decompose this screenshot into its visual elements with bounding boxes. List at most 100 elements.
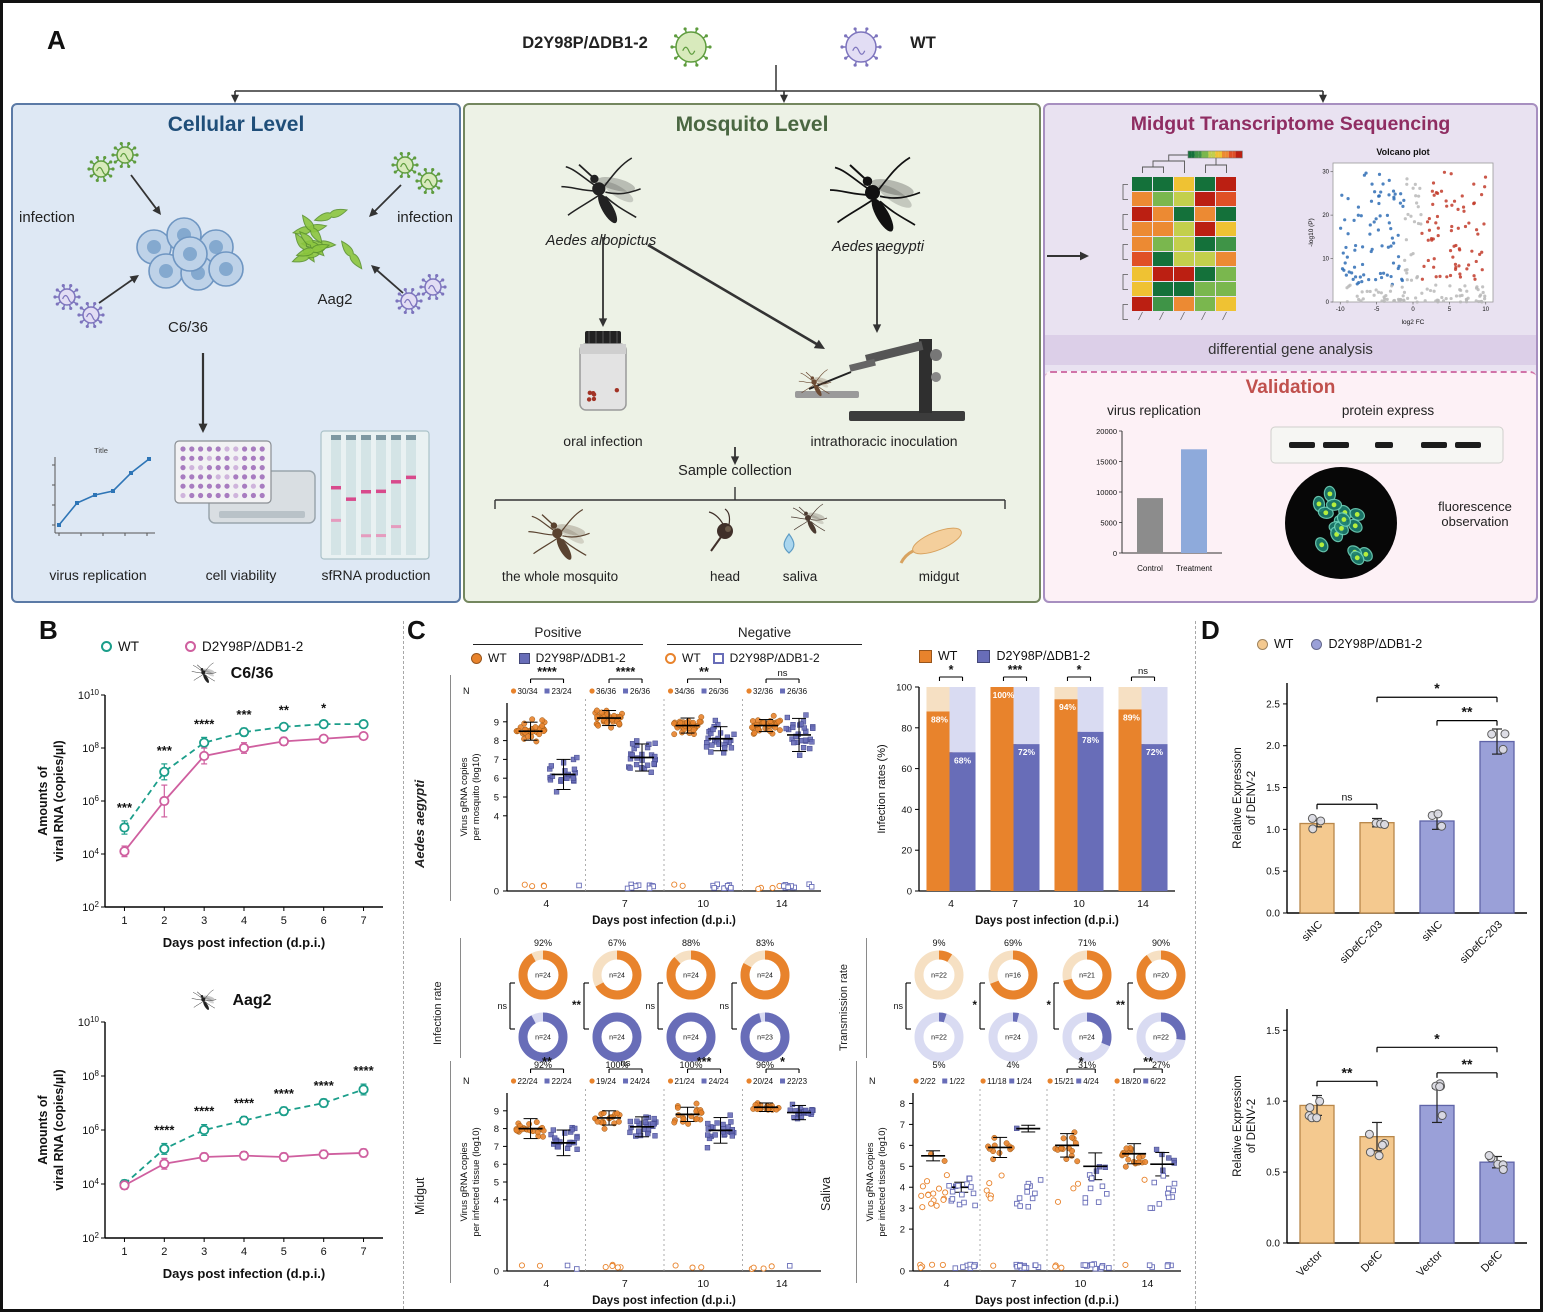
aegypti-rule xyxy=(450,675,451,901)
b-legend-mut: D2Y98P/ΔDB1-2 xyxy=(202,639,304,654)
svg-text:n=16: n=16 xyxy=(1005,973,1021,980)
svg-text:Vector: Vector xyxy=(1295,1248,1326,1279)
svg-text:9%: 9% xyxy=(932,938,945,948)
saliva-rule xyxy=(856,1061,857,1283)
svg-text:106: 106 xyxy=(82,1123,99,1137)
svg-text:2.0: 2.0 xyxy=(1266,741,1280,752)
svg-text:viral RNA (copies/µl): viral RNA (copies/µl) xyxy=(52,1069,66,1190)
svg-text:26/36: 26/36 xyxy=(787,687,808,696)
wt-bar-swatch-icon xyxy=(919,649,932,663)
svg-text:20: 20 xyxy=(901,846,912,857)
svg-text:88%: 88% xyxy=(931,714,948,724)
panel-bc-divider xyxy=(403,621,404,1309)
svg-text:1.0: 1.0 xyxy=(1266,825,1280,836)
c-legend-bar-mut: D2Y98P/ΔDB1-2 xyxy=(996,649,1091,663)
svg-text:0: 0 xyxy=(907,887,912,898)
svg-text:**: ** xyxy=(1462,704,1473,720)
svg-text:*: * xyxy=(1047,1000,1052,1012)
svg-text:7: 7 xyxy=(1011,1278,1017,1290)
svg-text:10: 10 xyxy=(1482,307,1489,313)
svg-text:5%: 5% xyxy=(932,1060,945,1070)
svg-text:of DENV-2: of DENV-2 xyxy=(1246,1099,1258,1153)
panel-d-label: D xyxy=(1201,615,1220,645)
differential-gene-analysis-strip: differential gene analysis xyxy=(1045,335,1536,365)
svg-text:Virus gRNA copies: Virus gRNA copies xyxy=(865,1142,876,1221)
svg-text:Title: Title xyxy=(94,446,108,455)
positive-legend-row: WT D2Y98P/ΔDB1-2 xyxy=(471,651,626,665)
svg-text:*: * xyxy=(1434,1030,1440,1046)
svg-text:****: **** xyxy=(314,1078,335,1093)
svg-text:102: 102 xyxy=(82,900,99,914)
svg-text:Days post infection (d.p.i.): Days post infection (d.p.i.) xyxy=(975,1295,1119,1307)
svg-text:Days post infection (d.p.i.): Days post infection (d.p.i.) xyxy=(163,1266,326,1281)
svg-text:5000: 5000 xyxy=(1100,519,1117,528)
svg-text:viral RNA (copies/µl): viral RNA (copies/µl) xyxy=(52,740,66,861)
svg-text:14: 14 xyxy=(776,898,788,910)
svg-text:ns: ns xyxy=(621,1058,631,1069)
b-legend-wt: WT xyxy=(118,639,139,654)
mutant-dot-marker-icon xyxy=(1311,638,1323,650)
svg-text:40: 40 xyxy=(901,805,912,816)
svg-text:10: 10 xyxy=(697,1278,709,1290)
svg-text:0.0: 0.0 xyxy=(1266,1239,1280,1250)
transcriptome-title: Midgut Transcriptome Sequencing xyxy=(1130,113,1451,135)
svg-text:-log10 (P): -log10 (P) xyxy=(1308,218,1315,247)
svg-text:Days post infection (d.p.i.): Days post infection (d.p.i.) xyxy=(592,1295,736,1307)
midgut-side-label: Midgut xyxy=(413,1177,427,1215)
c-legend-wt: WT xyxy=(488,651,507,665)
wt-dot-marker-icon xyxy=(1257,638,1268,650)
svg-text:10: 10 xyxy=(697,898,709,910)
svg-text:1010: 1010 xyxy=(78,688,100,702)
svg-text:0: 0 xyxy=(494,887,499,898)
svg-text:4: 4 xyxy=(241,1246,247,1258)
svg-text:4: 4 xyxy=(494,811,499,822)
svg-text:4%: 4% xyxy=(1006,1060,1019,1070)
svg-text:Aag2: Aag2 xyxy=(232,992,271,1009)
svg-text:n=22: n=22 xyxy=(931,1035,947,1042)
svg-text:*: * xyxy=(1077,663,1082,677)
svg-text:1.5: 1.5 xyxy=(1266,783,1280,794)
svg-text:log2 FC: log2 FC xyxy=(1402,319,1425,326)
svg-text:0: 0 xyxy=(1411,307,1415,313)
svg-text:Relative Expression: Relative Expression xyxy=(1232,1075,1244,1177)
mutant-positive-marker-icon xyxy=(518,652,530,664)
svg-text:3: 3 xyxy=(900,1204,905,1215)
negative-underline xyxy=(667,644,862,645)
svg-text:20: 20 xyxy=(1322,213,1329,219)
svg-text:68%: 68% xyxy=(954,755,971,765)
svg-text:24/24: 24/24 xyxy=(709,1077,730,1086)
svg-text:31%: 31% xyxy=(1078,1060,1096,1070)
svg-text:Volcano plot: Volcano plot xyxy=(1376,147,1429,157)
negative-legend-title: Negative xyxy=(737,625,792,640)
svg-text:1.5: 1.5 xyxy=(1266,1026,1280,1037)
svg-text:n=24: n=24 xyxy=(609,1035,625,1042)
cellular-level-title: Cellular Level xyxy=(167,113,305,136)
positive-underline xyxy=(473,644,643,645)
svg-text:DefC: DefC xyxy=(1479,1249,1505,1275)
svg-text:20/24: 20/24 xyxy=(753,1077,774,1086)
svg-text:100%: 100% xyxy=(605,1060,628,1070)
svg-text:108: 108 xyxy=(82,741,99,755)
svg-text:69%: 69% xyxy=(1004,938,1022,948)
svg-text:5: 5 xyxy=(281,915,287,927)
svg-text:94%: 94% xyxy=(1059,702,1076,712)
sfrna-production-label: sfRNA production xyxy=(321,567,431,583)
svg-text:15/21: 15/21 xyxy=(1054,1077,1075,1086)
svg-text:**: ** xyxy=(1116,1000,1125,1012)
svg-text:****: **** xyxy=(537,665,557,679)
svg-text:1010: 1010 xyxy=(78,1015,100,1029)
panel-d-legend: WT D2Y98P/ΔDB1-2 xyxy=(1257,637,1422,651)
svg-text:*: * xyxy=(321,701,327,716)
svg-text:n=22: n=22 xyxy=(1153,1035,1169,1042)
svg-text:0: 0 xyxy=(1326,300,1330,306)
svg-text:14: 14 xyxy=(1142,1278,1154,1290)
transmission-rate-donuts: 9%n=22n=225%ns69%n=16n=244%*71%n=21n=243… xyxy=(893,938,1186,1070)
svg-text:4: 4 xyxy=(944,1278,950,1290)
mutant-line-marker-icon xyxy=(185,641,196,652)
svg-text:100: 100 xyxy=(896,683,912,694)
svg-text:**: ** xyxy=(572,1000,581,1012)
svg-text:siNC: siNC xyxy=(1300,919,1325,944)
svg-text:n=24: n=24 xyxy=(535,1035,551,1042)
svg-text:Virus gRNA copies: Virus gRNA copies xyxy=(459,757,470,836)
